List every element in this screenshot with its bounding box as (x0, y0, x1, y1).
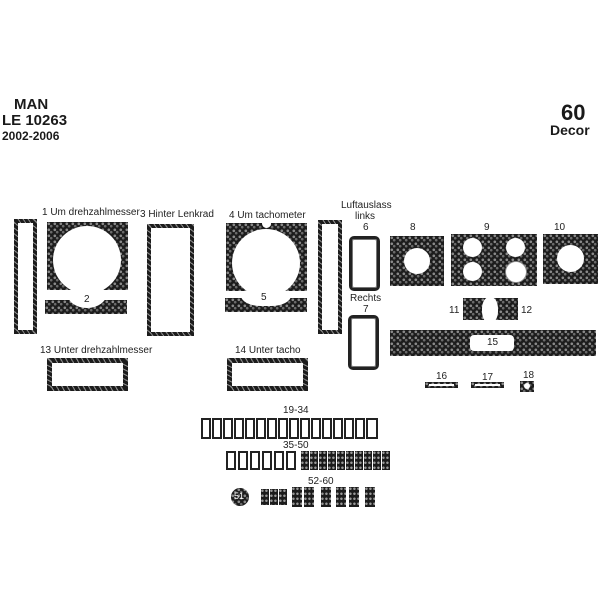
switch-hole (506, 238, 525, 257)
part-8-panel (390, 236, 444, 286)
label-part-13: 13 Unter drehzahlmesser (40, 345, 153, 356)
label-part-6-title: Luftauslass (341, 200, 392, 211)
part-middle-strip (318, 220, 342, 334)
part-3-frame (147, 224, 194, 336)
group-19-34 (201, 418, 381, 440)
label-part-4: 4 Um tachometer (229, 210, 306, 221)
part-11 (463, 298, 488, 320)
split-cutout (482, 297, 498, 323)
group-52-60 (261, 487, 381, 507)
label-part-17: 17 (482, 372, 494, 383)
label-part-9: 9 (484, 222, 490, 233)
notch (262, 223, 271, 228)
part-9-panel (451, 234, 537, 286)
part-18 (520, 381, 534, 392)
label-part-2: 2 (84, 294, 90, 305)
label-part-6: 6 (363, 222, 369, 233)
part-6-vent-left (349, 236, 380, 291)
switch-hole (463, 262, 482, 281)
part-51-round (231, 488, 249, 506)
display-cutout (470, 335, 514, 351)
label-part-14: 14 Unter tacho (235, 345, 301, 356)
label-part-11: 11 (449, 305, 460, 316)
label-part-6-sub: links (355, 211, 376, 222)
part-7-vent-right (348, 315, 379, 370)
round-hole (557, 245, 584, 272)
part-15-long-strip (390, 330, 596, 356)
label-part-5: 5 (261, 292, 267, 303)
label-group-52-60: 52-60 (308, 476, 334, 487)
part-10-panel (543, 234, 598, 284)
brand-title: MAN (14, 96, 49, 113)
label-part-7-title: Rechts (350, 293, 382, 304)
part-12 (493, 298, 518, 320)
arc-cutout (241, 298, 291, 306)
label-part-18: 18 (523, 370, 535, 381)
round-hole (404, 248, 430, 274)
label-part-51: 51 (234, 491, 245, 501)
label-part-12: 12 (521, 305, 533, 316)
gauge-hole (53, 226, 121, 290)
part-13-frame (47, 358, 128, 391)
part-1-bezel (47, 222, 128, 290)
group-35-50 (226, 451, 391, 471)
label-part-1: 1 Um drehzahlmesser (42, 207, 140, 218)
part-left-strip (14, 219, 37, 334)
part-4-bezel (226, 223, 307, 291)
label-part-7: 7 (363, 304, 369, 315)
label-group-35-50: 35-50 (283, 440, 309, 451)
part-16 (425, 382, 458, 388)
part-17 (471, 382, 504, 388)
label-part-10: 10 (554, 222, 566, 233)
label-part-3: 3 Hinter Lenkrad (140, 209, 214, 220)
switch-hole (463, 238, 482, 257)
switch-hole-ring (505, 261, 527, 283)
piece-count-label: Decor (550, 122, 590, 138)
part-14-frame (227, 358, 308, 391)
gauge-hole (232, 229, 300, 291)
part-2-strip (45, 300, 127, 314)
piece-count: 60 (561, 100, 586, 125)
label-part-16: 16 (436, 371, 448, 382)
label-part-15: 15 (487, 337, 499, 348)
model-code: LE 10263 (2, 112, 68, 129)
year-range: 2002-2006 (2, 129, 60, 143)
label-group-19-34: 19-34 (283, 405, 309, 416)
part-5-strip (225, 298, 307, 312)
label-part-8: 8 (410, 222, 416, 233)
arc-cutout (67, 300, 107, 308)
